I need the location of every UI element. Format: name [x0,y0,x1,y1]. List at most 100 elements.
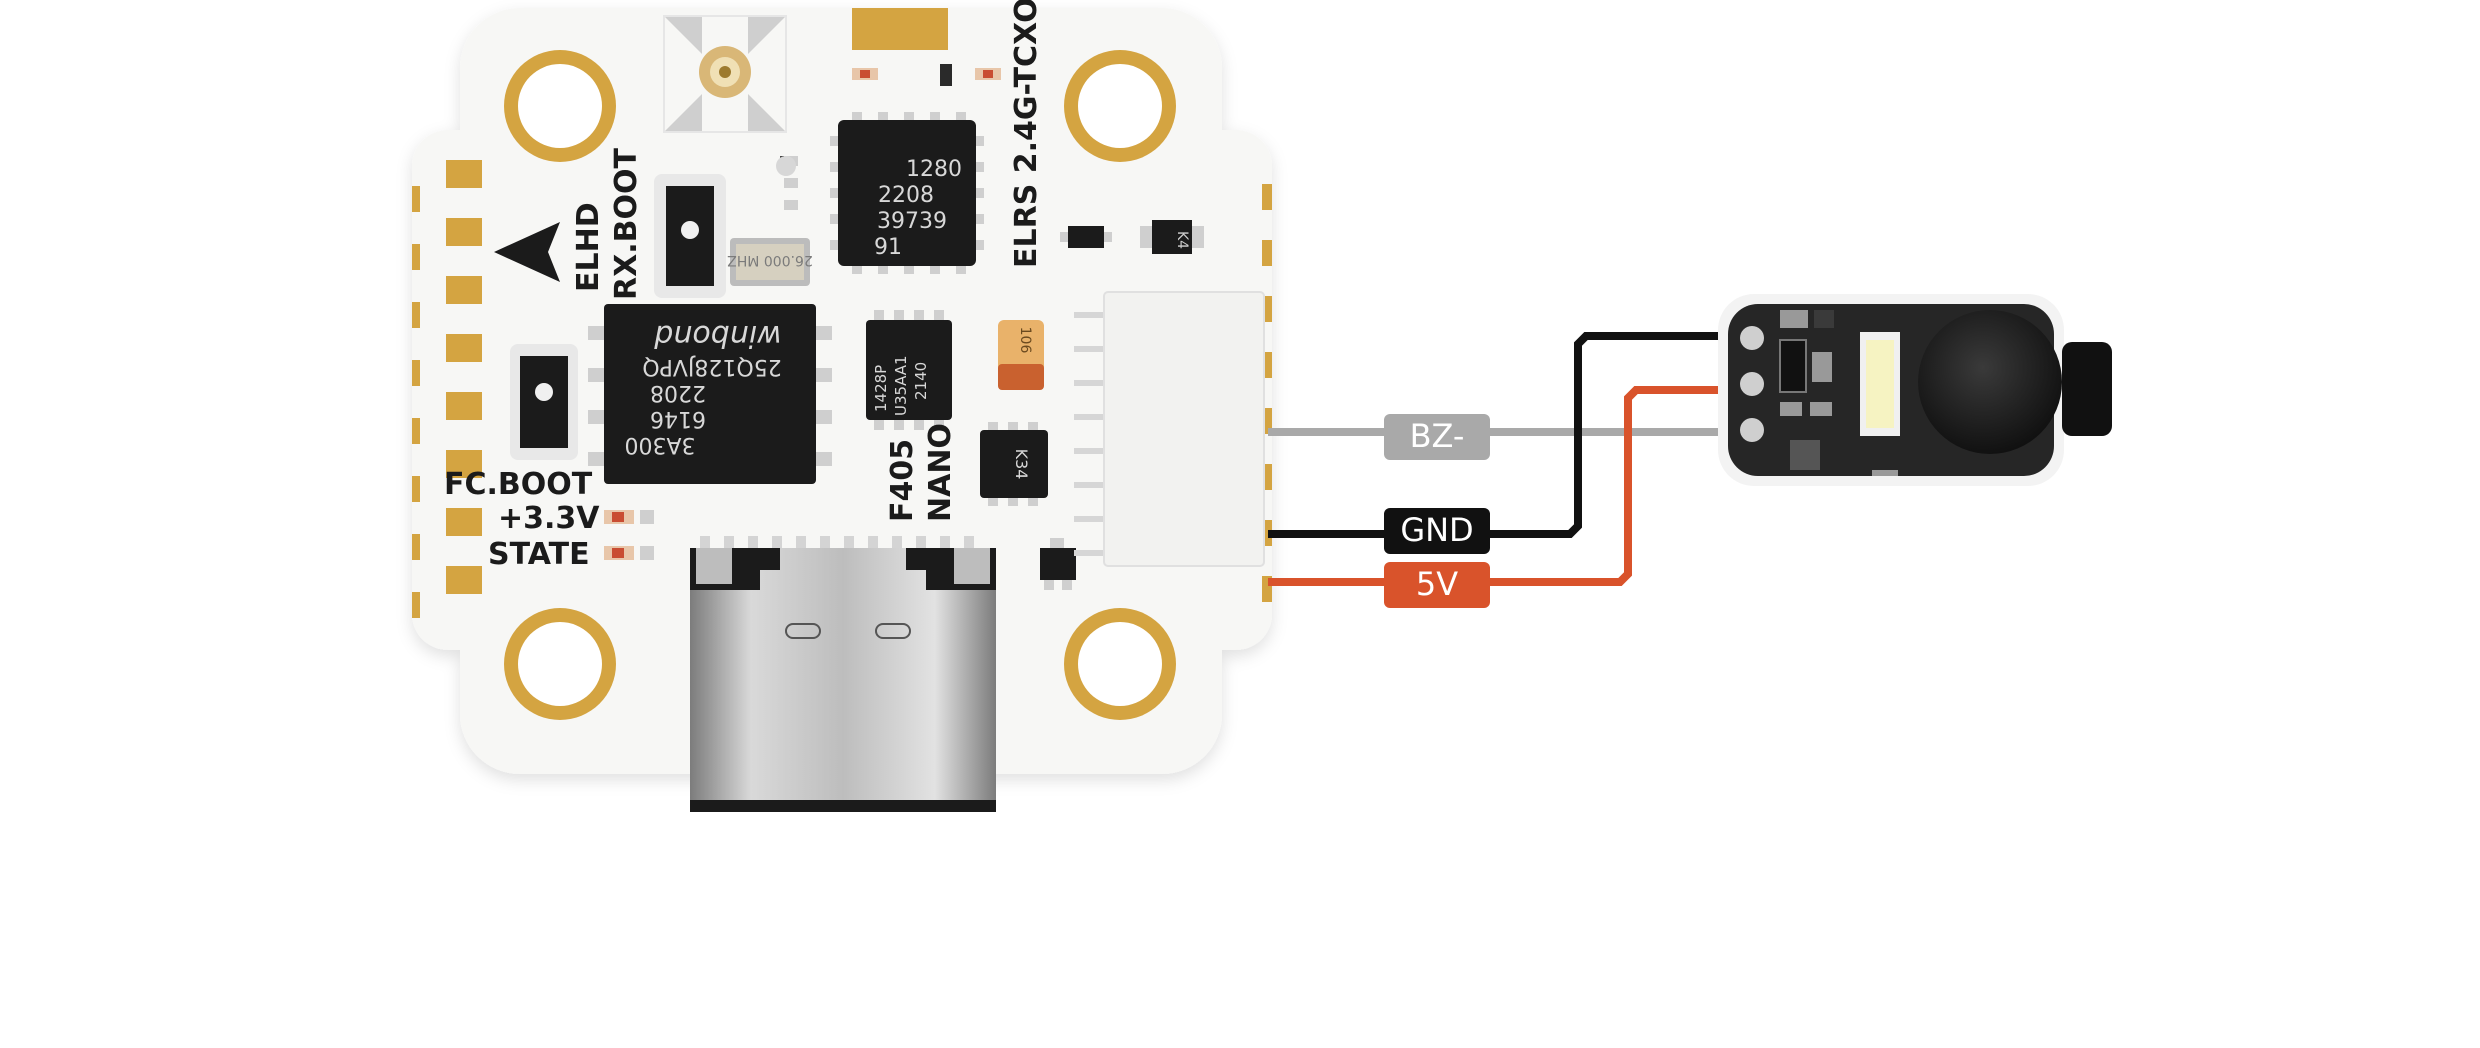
pin [878,266,888,274]
rx-boot-label: RX.BOOT [609,148,644,300]
pin [1028,422,1038,430]
mounting-hole-bottom-right [1064,608,1176,720]
usb-pin [724,536,734,550]
top-gold-pad [852,8,948,50]
right-edge-pads [1262,184,1272,602]
pin [814,368,832,382]
pin [830,214,838,224]
wire-label-gnd-text: GND [1400,511,1473,549]
right-edge-notch [1262,240,1272,266]
buzzer-tail [2062,342,2112,436]
pin [874,420,884,430]
pin [914,310,924,320]
buzzer-module [1718,294,2112,486]
usb-c-connector [690,536,996,812]
pin [814,410,832,424]
capacitor-label: 106 [1017,327,1033,354]
rx-chip-line2: 2208 [878,183,934,208]
elrs-label: ELRS 2.4G-TCXO [1009,0,1044,268]
mcu-chip: 1428P U35AA1 2140 [866,310,952,430]
pin [934,420,944,430]
mcu-line2: U35AA1 [892,355,910,416]
usb-pin [748,536,758,550]
buzzer-speaker [1918,310,2062,454]
fc-boot-label: FC.BOOT [444,467,593,502]
fc-boot-button [510,344,578,460]
flash-line1: 3A300 [624,432,695,457]
connector-pin [1074,312,1104,318]
left-pad [446,450,482,478]
pin [934,310,944,320]
left-edge-notch [412,476,420,502]
right-edge-notch [1262,352,1272,378]
right-edge-notch [1262,408,1272,434]
mounting-hole-bottom-left [504,608,616,720]
pin [874,310,884,320]
pin [1008,498,1018,506]
flash-chip: 3A300 6146 2208 25Q128JVPQ winbond [588,304,832,484]
pin [814,326,832,340]
pin [914,420,924,430]
pin [830,188,838,198]
left-edge-notch [412,418,420,444]
pin [976,240,984,250]
right-edge-notch [1262,576,1272,602]
pin [852,112,862,120]
wires [1268,332,1770,586]
pin [1008,422,1018,430]
left-edge-notch [412,360,420,386]
connector-pin [1074,550,1104,556]
usb-pin [772,536,782,550]
usb-pin [844,536,854,550]
usb-pin [964,536,974,550]
mounting-holes [504,50,1176,720]
right-edge-notch [1262,296,1272,322]
left-edge-notch [412,592,420,618]
left-edge-notch [412,186,420,212]
elhd-label: ELHD [571,202,606,292]
rx-chip-line1: 1280 [906,157,962,182]
wire-gnd [1268,332,1720,538]
usb-pin [940,536,950,550]
pin [588,368,606,382]
left-edge-notch [412,534,420,560]
arrow-logo [494,222,560,282]
flash-brand: winbond [653,318,781,353]
pin [904,112,914,120]
right-edge-notch [1262,464,1272,490]
flight-controller-board [412,8,1272,774]
left-pad [446,160,482,188]
left-pad [446,508,482,536]
receiver-chip: 1280 2208 39739 91 [830,112,984,274]
pin [852,266,862,274]
right-edge-notch [1262,520,1272,546]
antenna-connector [663,15,787,133]
wire-label-5v: 5V [1384,562,1490,608]
usb-pin [820,536,830,550]
buzzer-pad-bz [1740,418,1764,442]
pin [930,266,940,274]
wire-label-5v-text: 5V [1416,565,1458,603]
status-leds [604,510,654,560]
pin [956,266,966,274]
connector-pin [1074,380,1104,386]
pin [976,188,984,198]
left-pad [446,276,482,304]
connector-pin [1074,482,1104,488]
mounting-hole-top-right [1064,50,1176,162]
usb-pin [700,536,710,550]
pin [830,136,838,146]
pin [830,240,838,250]
left-pad [446,218,482,246]
mounting-hole-top-left [504,50,616,162]
buzzer-pad-gnd [1740,326,1764,350]
pin [830,162,838,172]
nano-label: NANO [923,423,958,522]
pin [976,136,984,146]
f405-label: F405 [885,439,920,522]
usb-pin [868,536,878,550]
pin [930,112,940,120]
diode-label: K4 [1174,231,1190,249]
usb-pin [916,536,926,550]
